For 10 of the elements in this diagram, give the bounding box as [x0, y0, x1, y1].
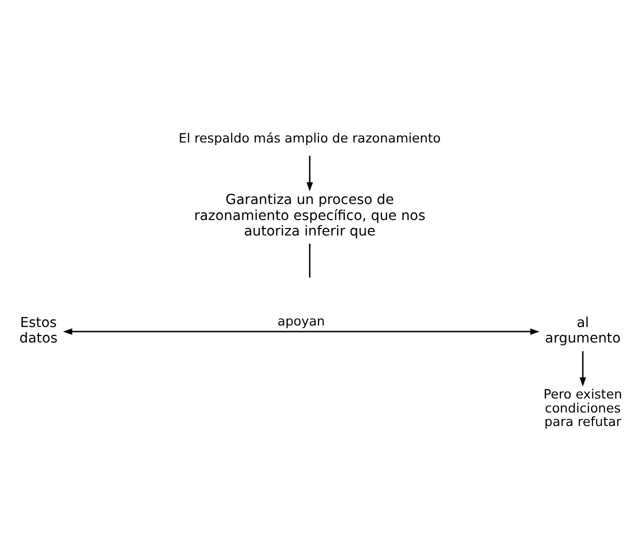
arrow [306, 156, 313, 192]
node-text: Pero existen condiciones para refutar [544, 388, 622, 430]
node-text: Estos datos [19, 315, 58, 347]
node-text: El respaldo más amplio de razonamiento [178, 132, 441, 147]
arrow [580, 351, 586, 387]
arrow [63, 328, 540, 335]
connector [309, 244, 310, 278]
node-text: al argumento [545, 315, 621, 347]
node-text: Garantiza un proceso de razonamiento específico, que nos autoriza inferir que [194, 192, 426, 240]
edge-label: apoyan [278, 314, 325, 330]
